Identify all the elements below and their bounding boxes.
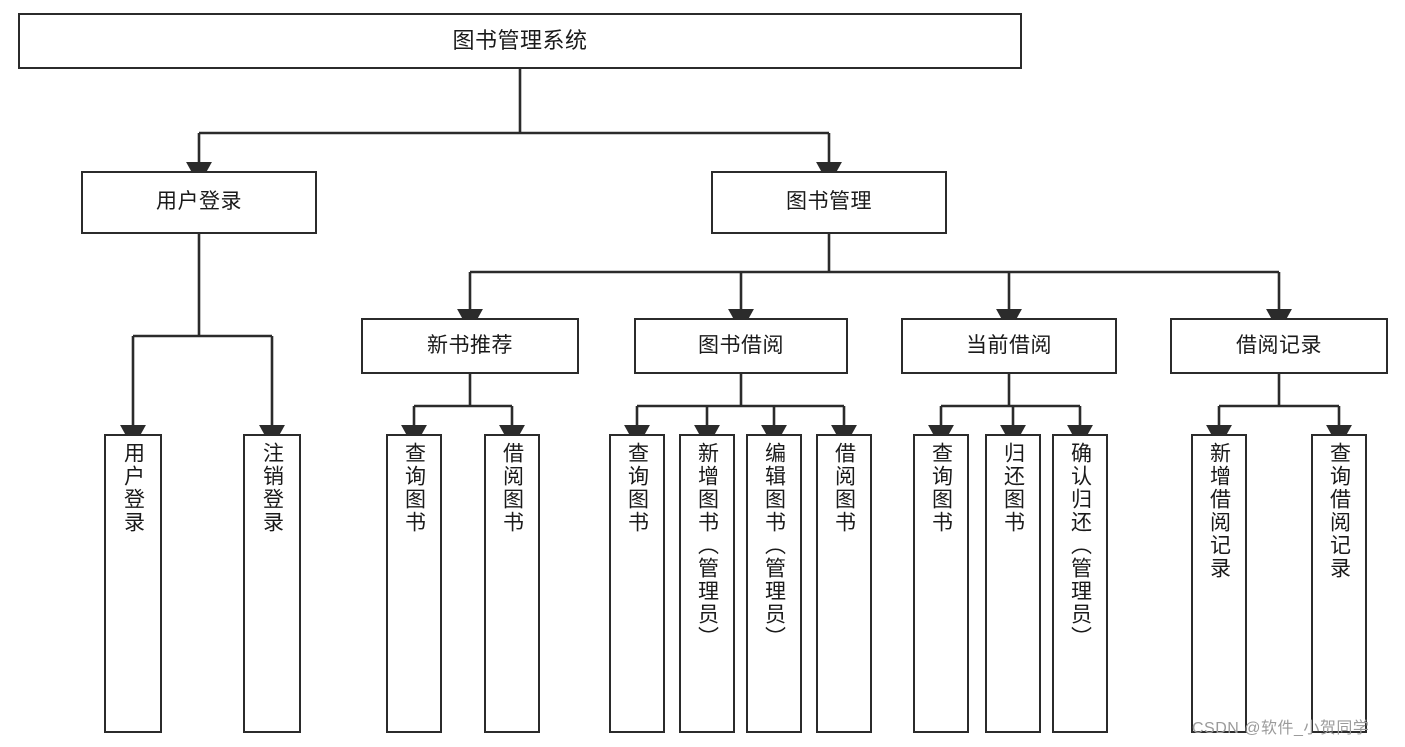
node-borrow-record[interactable]: 借阅记录 [1170,318,1388,374]
node-leaf-confirm-return-admin[interactable]: 确认归还（管理员） [1052,434,1108,733]
node-leaf-add-book-admin[interactable]: 新增图书（管理员） [679,434,735,733]
node-new-book-recommend[interactable]: 新书推荐 [361,318,579,374]
node-book-borrow-label: 图书借阅 [698,333,784,357]
node-leaf-label: 确认归还（管理员） [1068,442,1092,649]
node-leaf-borrow-book-bo[interactable]: 借阅图书 [816,434,872,733]
node-borrow-record-label: 借阅记录 [1236,333,1322,357]
node-leaf-label: 查询图书 [625,442,649,534]
node-leaf-return-book[interactable]: 归还图书 [985,434,1041,733]
node-user-login-label: 用户登录 [156,190,242,214]
node-new-book-recommend-label: 新书推荐 [427,333,513,357]
node-leaf-logout[interactable]: 注销登录 [243,434,301,733]
node-user-login[interactable]: 用户登录 [81,171,317,234]
node-leaf-user-login[interactable]: 用户登录 [104,434,162,733]
node-leaf-label: 查询图书 [402,442,426,534]
csdn-watermark: CSDN @软件_小贺同学 [1192,720,1370,737]
node-book-borrow[interactable]: 图书借阅 [634,318,848,374]
node-leaf-label: 用户登录 [121,442,145,534]
node-current-borrow-label: 当前借阅 [966,333,1052,357]
node-book-management[interactable]: 图书管理 [711,171,947,234]
node-root-label: 图书管理系统 [452,28,588,54]
node-leaf-label: 查询借阅记录 [1327,442,1351,580]
node-leaf-add-borrow-record[interactable]: 新增借阅记录 [1191,434,1247,733]
node-leaf-query-book-cb[interactable]: 查询图书 [913,434,969,733]
node-leaf-label: 查询图书 [929,442,953,534]
node-leaf-query-book-nb[interactable]: 查询图书 [386,434,442,733]
node-leaf-query-book-bo[interactable]: 查询图书 [609,434,665,733]
node-leaf-edit-book-admin[interactable]: 编辑图书（管理员） [746,434,802,733]
node-leaf-label: 新增图书（管理员） [695,442,719,649]
node-leaf-label: 新增借阅记录 [1207,442,1231,580]
node-leaf-label: 注销登录 [260,442,284,534]
node-current-borrow[interactable]: 当前借阅 [901,318,1117,374]
node-leaf-label: 归还图书 [1001,442,1025,534]
node-leaf-label: 借阅图书 [500,442,524,534]
node-root-system[interactable]: 图书管理系统 [18,13,1022,69]
node-leaf-query-borrow-record[interactable]: 查询借阅记录 [1311,434,1367,733]
node-leaf-label: 借阅图书 [832,442,856,534]
node-leaf-borrow-book-nb[interactable]: 借阅图书 [484,434,540,733]
node-leaf-label: 编辑图书（管理员） [762,442,786,649]
node-book-management-label: 图书管理 [786,190,872,214]
